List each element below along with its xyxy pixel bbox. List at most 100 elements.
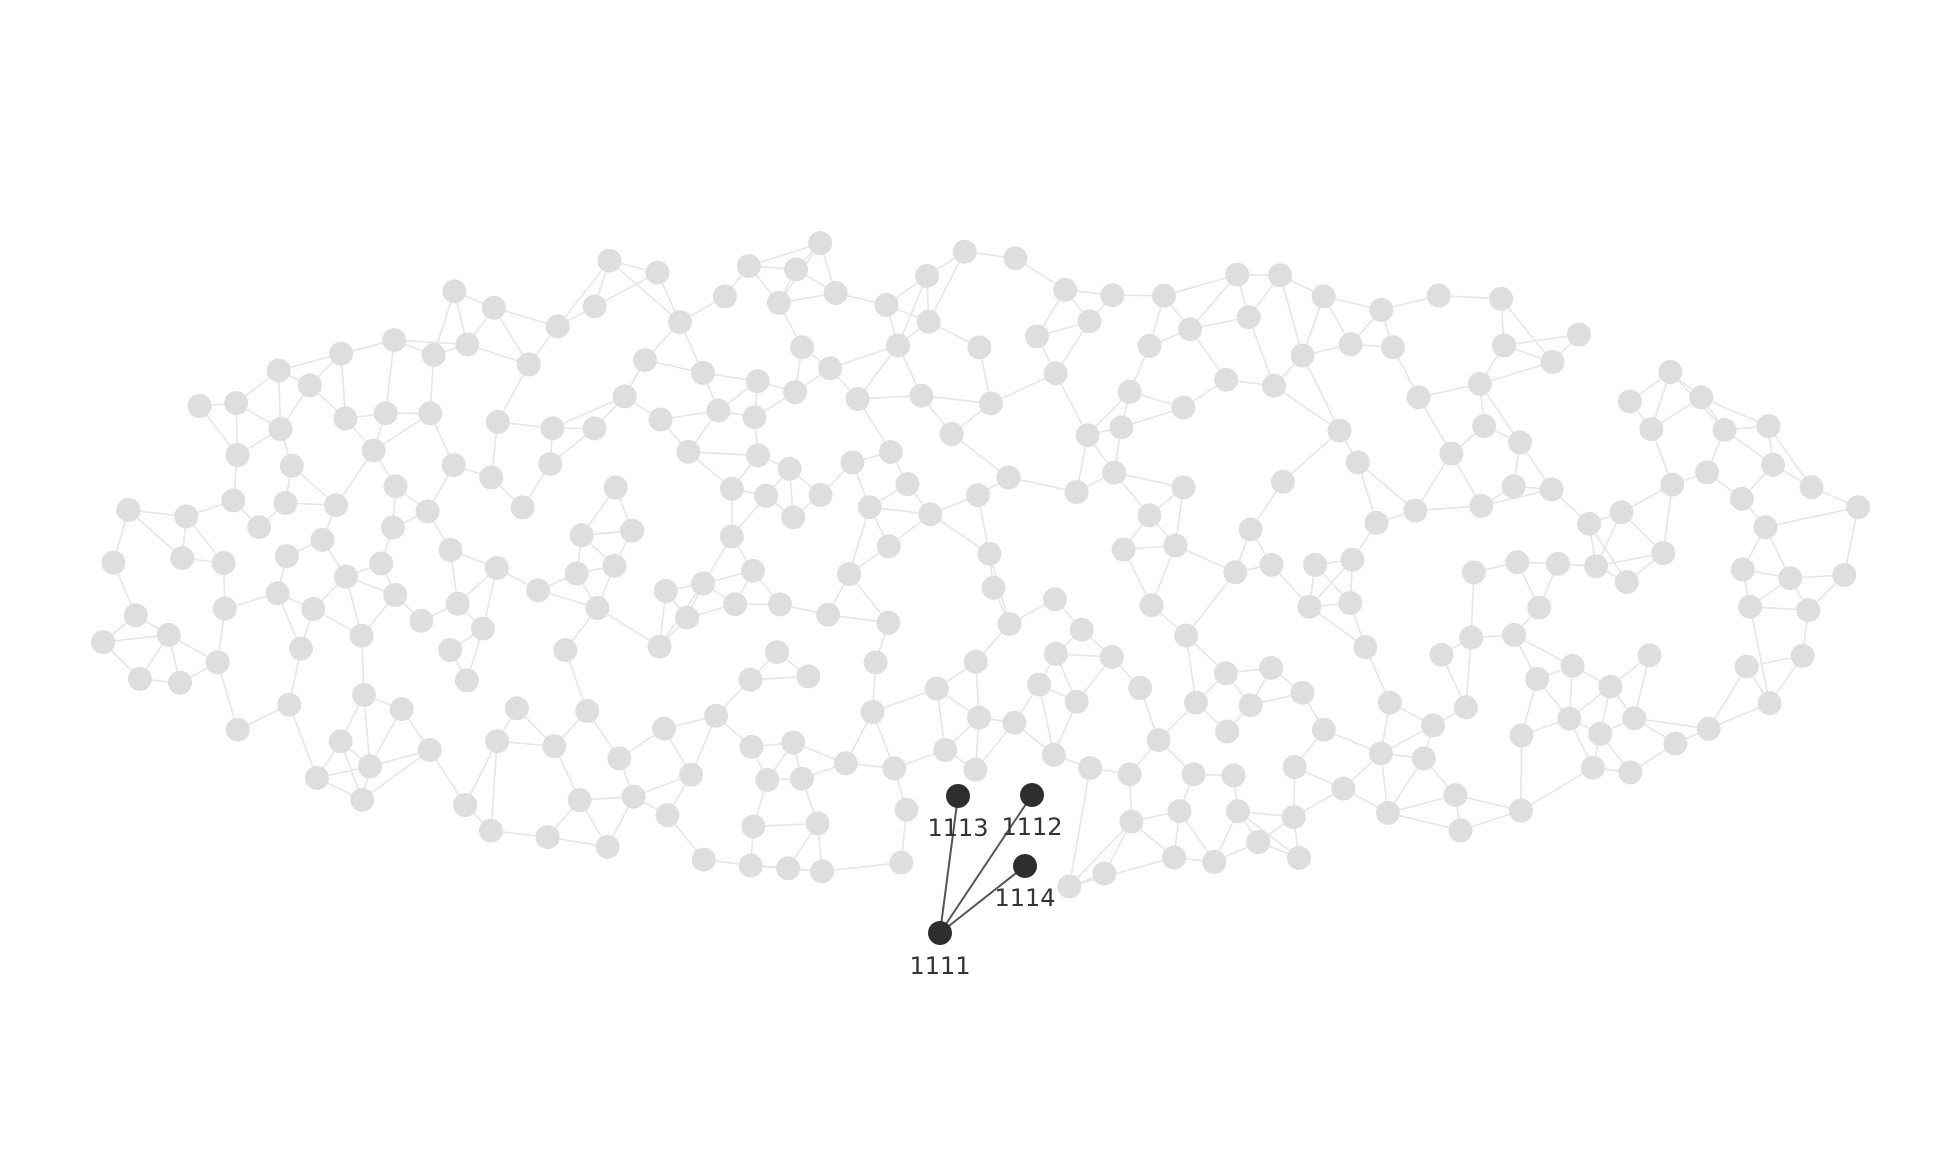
background-node: [1311, 284, 1336, 309]
background-node: [1167, 799, 1192, 824]
background-node: [676, 439, 701, 464]
background-node: [1137, 333, 1162, 358]
background-node: [597, 248, 622, 273]
node-1112-dot[interactable]: [1020, 783, 1044, 807]
background-node: [418, 401, 443, 426]
background-node: [1246, 830, 1271, 855]
background-node: [1505, 550, 1530, 575]
background-node: [1658, 360, 1683, 384]
background-node: [380, 515, 405, 540]
background-node: [526, 578, 551, 603]
background-node: [1443, 783, 1468, 808]
node-1113-dot[interactable]: [946, 784, 970, 808]
background-node: [1109, 415, 1134, 440]
background-node: [415, 499, 440, 524]
background-node: [1268, 263, 1293, 288]
background-node: [1508, 798, 1533, 823]
background-node: [383, 474, 408, 499]
background-edge: [1301, 355, 1341, 431]
node-1114-dot[interactable]: [1013, 854, 1037, 878]
background-node: [369, 551, 394, 576]
background-node: [310, 527, 335, 552]
background-node: [324, 493, 349, 518]
background-node: [1078, 756, 1103, 780]
background-node: [996, 465, 1021, 490]
background-node: [168, 670, 192, 695]
background-node: [739, 734, 764, 759]
background-node: [205, 650, 230, 675]
background-node: [1712, 417, 1737, 442]
background-node: [882, 756, 907, 781]
background-node: [301, 597, 326, 621]
node-1111-dot[interactable]: [928, 921, 952, 945]
node-1113[interactable]: 1113: [927, 784, 989, 842]
background-node: [123, 603, 148, 628]
background-node: [1077, 309, 1102, 334]
background-nodes: [91, 231, 1871, 899]
background-node: [334, 564, 358, 589]
background-node: [221, 488, 246, 513]
background-node: [553, 638, 578, 663]
background-node: [545, 314, 570, 339]
background-node: [675, 605, 700, 630]
background-node: [776, 856, 801, 881]
background-node: [755, 768, 780, 792]
background-node: [963, 649, 988, 674]
background-node: [783, 380, 808, 405]
background-edge: [1163, 273, 1238, 297]
background-node: [1381, 335, 1405, 360]
background-node: [1331, 776, 1356, 801]
background-edge: [1765, 506, 1859, 528]
background-node: [1448, 818, 1473, 843]
background-node: [766, 290, 791, 315]
background-node: [746, 443, 770, 468]
background-node: [1297, 594, 1322, 619]
background-edge: [384, 340, 395, 414]
background-node: [1598, 674, 1623, 699]
background-node: [1790, 643, 1815, 668]
background-node: [373, 401, 398, 426]
background-node: [289, 636, 313, 661]
node-1114[interactable]: 1114: [994, 854, 1056, 912]
background-node: [981, 575, 1006, 600]
background-node: [1214, 367, 1239, 392]
background-node: [781, 505, 806, 530]
background-node: [1202, 849, 1227, 874]
background-node: [679, 762, 704, 787]
background-node: [1467, 371, 1492, 396]
background-edge: [822, 861, 902, 873]
background-node: [1461, 560, 1486, 585]
background-edge: [897, 275, 928, 346]
background-node: [1459, 625, 1484, 650]
background-node: [1281, 805, 1306, 830]
background-node: [781, 730, 806, 755]
background-node: [1184, 690, 1208, 715]
background-node: [997, 611, 1022, 636]
background-node: [621, 784, 646, 809]
background-node: [1696, 716, 1721, 741]
background-node: [690, 360, 715, 385]
background-node: [1689, 385, 1714, 410]
background-node: [1429, 642, 1454, 667]
background-edge: [557, 260, 611, 327]
background-node: [352, 682, 376, 707]
background-node: [1221, 763, 1246, 788]
highlighted-nodes: 1113 1112 1114 1111: [909, 783, 1063, 980]
background-edge: [1279, 275, 1304, 356]
node-1111[interactable]: 1111: [909, 921, 971, 980]
background-edge: [1767, 425, 1813, 488]
background-node: [170, 546, 195, 570]
background-node: [1639, 417, 1664, 442]
background-node: [1225, 262, 1250, 287]
background-edge: [1479, 361, 1553, 385]
background-node: [837, 562, 862, 587]
node-1112[interactable]: 1112: [1001, 783, 1063, 841]
background-node: [1375, 800, 1400, 825]
background-node: [1259, 655, 1284, 680]
background-node: [863, 650, 888, 675]
background-node: [1041, 742, 1066, 767]
background-node: [645, 260, 670, 285]
background-node: [224, 391, 249, 416]
background-node: [895, 472, 920, 497]
background-edge: [927, 251, 966, 323]
